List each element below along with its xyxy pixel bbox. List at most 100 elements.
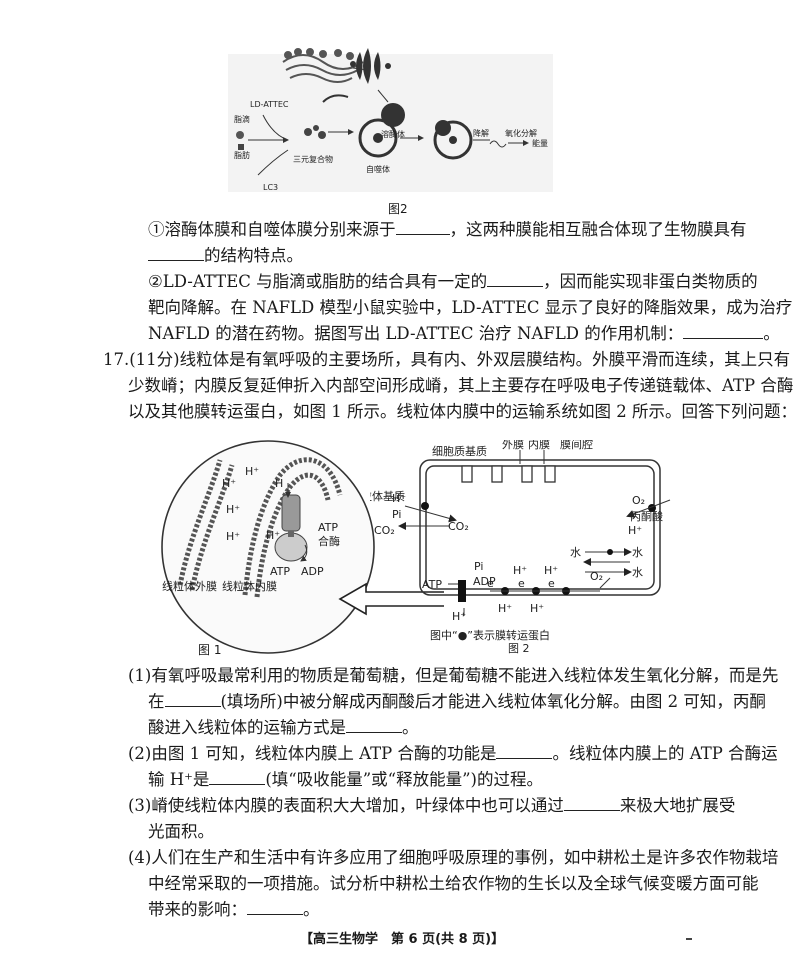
top-figure-caption: 图2: [388, 202, 408, 216]
lipid-droplet-label: 脂滴: [234, 114, 250, 124]
fig2-h-f: H⁺: [498, 602, 512, 615]
fig2-water2: 水: [632, 546, 643, 559]
fig2-h-d: H⁺: [544, 564, 558, 577]
fig1-adp: ADP: [301, 565, 324, 578]
fig2-atp: ATP: [422, 578, 442, 591]
answer-blank-membrane-source[interactable]: [395, 218, 450, 235]
sub1-line2: 在 (填场所)中被分解成丙酮酸后才能进入线粒体氧化分解。由图 2 可知，丙酮: [148, 690, 766, 714]
fig1-h5: H⁺: [226, 530, 240, 543]
fig2-o2-b: O₂: [590, 570, 603, 583]
figure2-transport: 细胞质基质 外膜 内膜 膜间腔 线粒体基质 H⁺ Pi CO₂ CO₂ O₂ 丙…: [370, 440, 671, 655]
q16-p2-text-c: NAFLD 的潜在药物。据图写出 LD-ATTEC 治疗 NAFLD 的作用机制…: [148, 324, 684, 343]
figure1-caption: 图 1: [198, 643, 222, 657]
autolysosome-shape: [433, 120, 473, 160]
golgi-illustration: [350, 48, 391, 84]
fig2-e2: e: [518, 577, 525, 590]
sub3-line2: 光面积。: [148, 822, 214, 841]
sub3-text-b: 来极大地扩展受: [619, 796, 736, 815]
fig2-caption: 图 2: [508, 642, 530, 655]
sub1-text-b: (填场所)中被分解成丙酮酸后才能进入线粒体氧化分解。由图 2 可知，丙酮: [220, 692, 766, 711]
fig2-water1: 水: [570, 546, 581, 559]
fig2-note: 图中“●”表示膜转运蛋白: [430, 628, 550, 642]
autophagosome-label: 自噬体: [366, 164, 390, 174]
corner-mark: [686, 938, 692, 940]
fig1-atp-synthase-label-2: 合酶: [318, 534, 340, 548]
sub1-text-c: 酸进入线粒体的运输方式是: [148, 718, 346, 737]
fig2-h-a: H⁺: [392, 492, 406, 505]
fig2-pi-a: Pi: [392, 508, 401, 521]
q17-line2: 少数嵴；内膜反复延伸折入内部空间形成嵴，其上主要存在呼吸电子传递链载体、ATP …: [128, 376, 794, 395]
fig2-h-e: H⁺: [452, 610, 466, 623]
ternary-complex-shape: [304, 125, 326, 139]
answer-blank-atp-synthase-function[interactable]: [496, 742, 553, 759]
page-footer: 【高三生物学 第 6 页(共 8 页)】: [300, 932, 505, 947]
fig2-e1: e: [487, 577, 494, 590]
fig2-h-g: H⁺: [530, 602, 544, 615]
sub2-line2: 输 H⁺是(填“吸收能量”或“释放能量”)的过程。: [148, 768, 543, 792]
fig2-co2-a: CO₂: [374, 524, 395, 537]
sub3-line1: (3)嵴使线粒体内膜的表面积大大增加，叶绿体中也可以通过来极大地扩展受: [128, 794, 735, 818]
q16-p2-text-a: ②LD-ATTEC 与脂滴或脂肪的结合具有一定的: [148, 272, 488, 291]
sub4-line3: 带来的影响：。: [148, 898, 320, 922]
ternary-complex-label: 三元复合物: [293, 154, 333, 164]
fig2-water3: 水: [632, 566, 643, 579]
sub4-line2: 中经常采取的一项措施。试分析中耕松土给农作物的生长以及全球气候变暖方面可能: [148, 874, 759, 893]
sub4-text-b: 。: [303, 900, 320, 919]
q16-p2-text-b: ，因而能实现非蛋白类物质的: [543, 272, 758, 291]
autophagosome-shape: [358, 118, 398, 158]
atp-synthase-shape: [274, 494, 308, 562]
answer-blank-glycolysis-site[interactable]: [164, 690, 221, 707]
fig2-h-c: H⁺: [513, 564, 527, 577]
q16-part2-line2: 靶向降解。在 NAFLD 模型小鼠实验中，LD-ATTEC 显示了良好的降脂效果…: [148, 298, 793, 317]
sub1-text-d: 。: [402, 718, 419, 737]
fig2-inner: 内膜: [528, 440, 550, 451]
connector-arrow: [338, 582, 444, 616]
fig2-e3: e: [548, 577, 555, 590]
fig2-co2-b: CO₂: [448, 520, 469, 533]
fig1-outer-label: 线粒体外膜: [162, 579, 217, 593]
answer-blank-membrane-property[interactable]: [148, 244, 204, 261]
endomembrane-illustration: [282, 48, 364, 83]
figure1-membranes: H⁺ H⁺ H H⁺ H⁺ H⁺ ATP 合酶 ATP ADP 线粒体外膜 线粒…: [161, 440, 375, 654]
q17-line3: 以及其他膜转运蛋白，如图 1 所示。线粒体内膜中的运输系统如图 2 所示。回答下…: [128, 402, 797, 421]
ld-attec-label: LD-ATTEC: [250, 100, 289, 109]
q16-p1-text-a: ①溶酶体膜和自噬体膜分别来源于: [148, 220, 396, 239]
fig1-h3: H: [275, 477, 283, 490]
answer-blank-tillage-impact[interactable]: [247, 898, 303, 915]
q16-p2-text-d: 。: [763, 324, 780, 343]
fat-label: 脂肪: [234, 150, 250, 160]
fig1-h6: H⁺: [266, 529, 280, 542]
lysosome-shape: [381, 103, 405, 127]
answer-blank-energy[interactable]: [209, 768, 266, 785]
fig1-h1: H⁺: [245, 465, 259, 478]
autophagy-figure: LD-ATTEC 脂滴 脂肪 LC3 三元复合物 自噬体 溶酶体 降解 氧化分解…: [228, 48, 553, 192]
fig1-inner-label: 线粒体内膜: [222, 579, 277, 593]
answer-blank-chloroplast[interactable]: [563, 794, 620, 811]
lc3-label: LC3: [263, 183, 278, 192]
sub1-text-a: 在: [148, 692, 165, 711]
sub2-text-a: (2)由图 1 可知，线粒体内膜上 ATP 合酶的功能是: [128, 744, 497, 763]
answer-blank-transport-mode[interactable]: [346, 716, 402, 733]
fig2-o2-a: O₂: [632, 494, 645, 507]
fig2-h-b: H⁺: [628, 524, 642, 537]
fig2-cytosol: 细胞质基质: [432, 445, 487, 458]
sub1-line1: (1)有氧呼吸最常利用的物质是葡萄糖，但是葡萄糖不能进入线粒体发生氧化分解，而是…: [128, 666, 779, 685]
answer-blank-binding[interactable]: [487, 270, 544, 287]
fig2-outer: 外膜: [502, 440, 524, 451]
degrade-label: 降解: [473, 128, 489, 138]
q16-part2-line3: NAFLD 的潜在药物。据图写出 LD-ATTEC 治疗 NAFLD 的作用机制…: [148, 322, 780, 346]
answer-blank-mechanism[interactable]: [683, 322, 764, 339]
q16-p1-text-c: 的结构特点。: [204, 246, 303, 265]
fig1-h2: H⁺: [222, 477, 236, 490]
lysosome-label: 溶酶体: [381, 129, 405, 139]
oxidation-label: 氧化分解: [505, 128, 537, 138]
fig2-pyruvate: 丙酮酸: [630, 509, 663, 523]
sub2-line1: (2)由图 1 可知，线粒体内膜上 ATP 合酶的功能是 。线粒体内膜上的 ATP…: [128, 742, 778, 766]
fig1-atp: ATP: [270, 565, 290, 578]
fig2-matrix: 线粒体基质: [370, 489, 405, 503]
q16-part2-line1: ②LD-ATTEC 与脂滴或脂肪的结合具有一定的 ，因而能实现非蛋白类物质的: [148, 270, 758, 294]
sub2-text-b: 。线粒体内膜上的 ATP 合酶运: [552, 744, 778, 763]
inner-membrane-shape: [242, 457, 343, 598]
sub2-text-c: 输 H⁺是: [148, 770, 210, 789]
fig2-ims: 膜间腔: [560, 440, 593, 451]
